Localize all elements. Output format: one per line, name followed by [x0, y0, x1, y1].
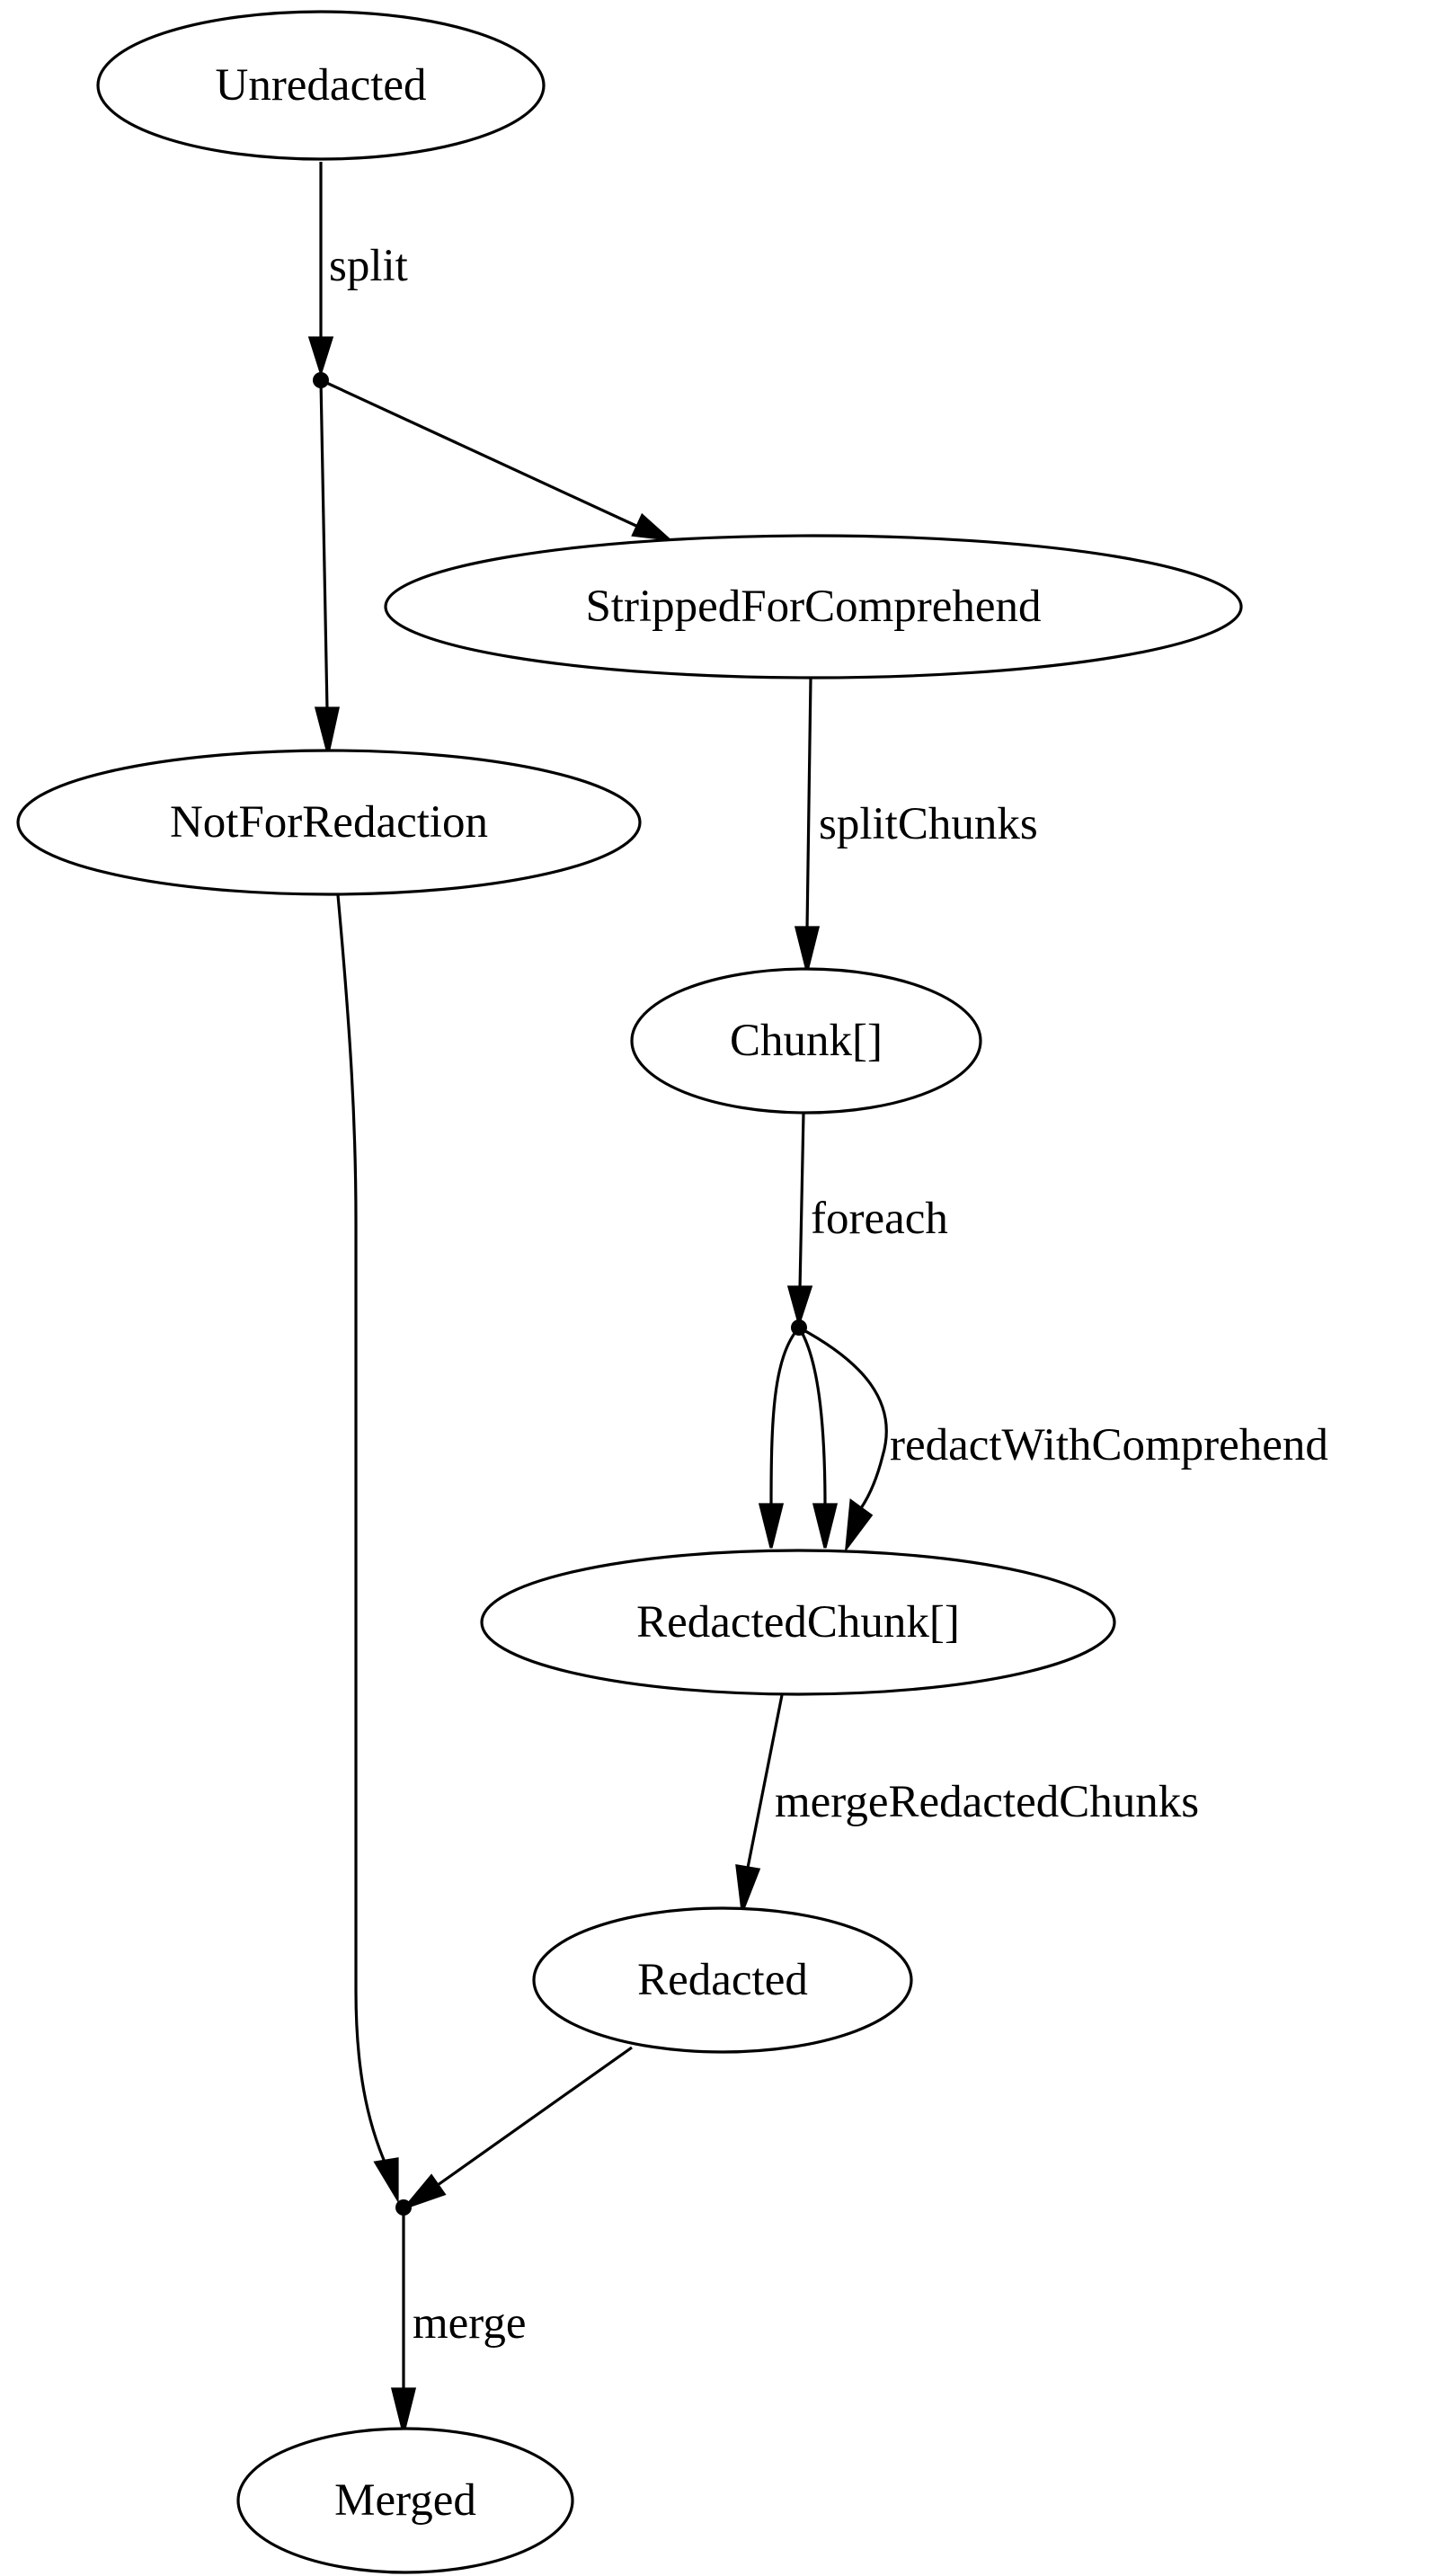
- split-junction-point: [313, 372, 329, 388]
- node-redacted-label: Redacted: [637, 1955, 808, 2005]
- node-unredacted: Unredacted: [96, 10, 546, 161]
- edge-splitchunks: [794, 678, 821, 972]
- edge-split-to-notforredaction: [314, 379, 340, 754]
- edge-redact-left: [758, 1326, 801, 1549]
- edge-merge: [390, 2207, 417, 2433]
- merge-junction-point: [395, 2199, 412, 2216]
- edge-redacted-to-merge: [401, 2046, 633, 2211]
- node-redacted: Redacted: [532, 1906, 913, 2054]
- node-merged-label: Merged: [334, 2475, 476, 2526]
- edge-label-merge-redacted-chunks: mergeRedactedChunks: [775, 1777, 1199, 1827]
- node-chunk-array: Chunk[]: [630, 967, 982, 1115]
- edge-redact-right: [798, 1326, 888, 1553]
- edge-label-split-chunks: splitChunks: [819, 799, 1038, 849]
- node-stripped-for-comprehend-label: StrippedForComprehend: [585, 582, 1041, 632]
- node-unredacted-label: Unredacted: [215, 60, 426, 111]
- edge-split-to-stripped: [320, 378, 673, 542]
- edge-label-foreach: foreach: [811, 1194, 948, 1244]
- node-not-for-redaction-label: NotForRedaction: [170, 797, 488, 848]
- edge-foreach: [786, 1112, 813, 1328]
- node-merged: Merged: [236, 2427, 574, 2574]
- node-chunk-array-label: Chunk[]: [730, 1016, 883, 1066]
- node-not-for-redaction: NotForRedaction: [16, 749, 642, 896]
- node-redacted-chunk-array: RedactedChunk[]: [480, 1549, 1116, 1696]
- edge-label-merge: merge: [413, 2298, 527, 2349]
- edge-redact-middle: [797, 1327, 839, 1549]
- node-stripped-for-comprehend: StrippedForComprehend: [384, 534, 1243, 680]
- foreach-junction-point: [791, 1319, 807, 1336]
- edge-label-split: split: [329, 241, 408, 291]
- edge-split: [307, 162, 334, 378]
- edge-notforredaction-to-merge: [336, 894, 399, 2204]
- edge-label-redact-with-comprehend: redactWithComprehend: [890, 1420, 1328, 1470]
- edge-merge-redacted-chunks: [735, 1694, 784, 1912]
- node-redacted-chunk-array-label: RedactedChunk[]: [636, 1597, 960, 1648]
